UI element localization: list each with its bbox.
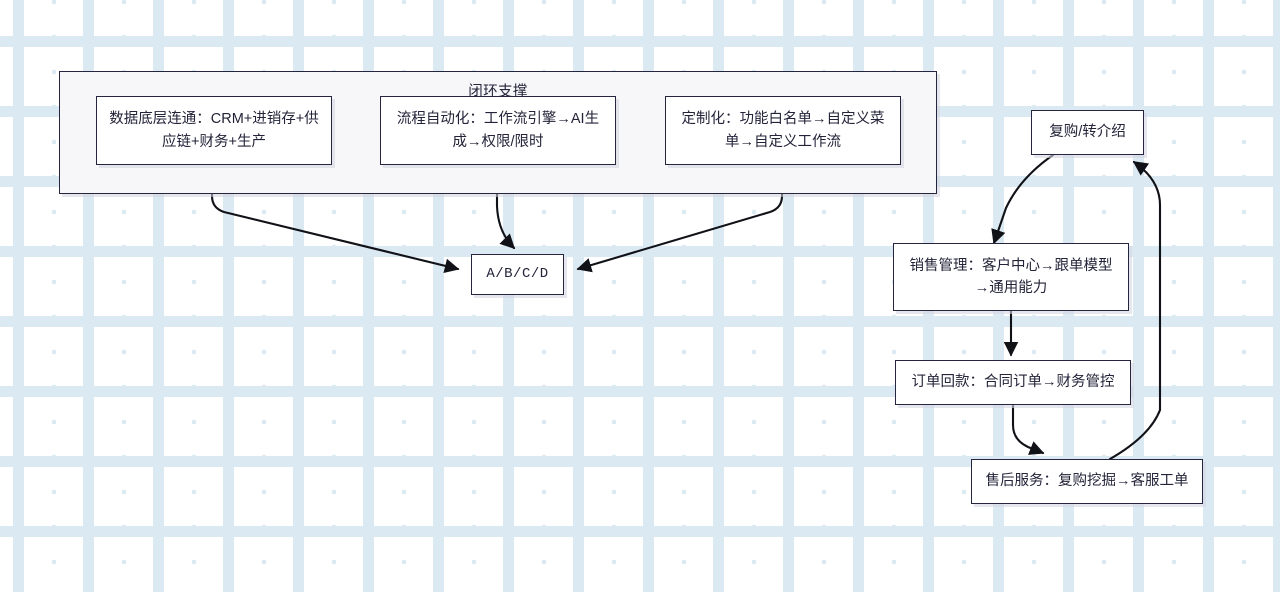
node-process-automation[interactable]: 流程自动化：工作流引擎→AI生 成→权限/限时 [380,96,616,165]
node-customization-label: 定制化：功能白名单→自定义菜 单→自定义工作流 [681,111,885,150]
node-order-payment-label: 订单回款：合同订单→财务管控 [911,374,1115,391]
node-customization[interactable]: 定制化：功能白名单→自定义菜 单→自定义工作流 [665,96,901,165]
node-abcd-label: A/B/C/D [486,265,549,282]
node-data-layer[interactable]: 数据底层连通：CRM+进销存+供 应链+财务+生产 [96,96,332,165]
node-repurchase-label: 复购/转介绍 [1049,124,1126,141]
node-data-layer-label: 数据底层连通：CRM+进销存+供 应链+财务+生产 [109,111,319,150]
node-abcd[interactable]: A/B/C/D [471,254,564,295]
node-repurchase[interactable]: 复购/转介绍 [1031,110,1144,155]
edge-repurchase-to-sales-management [991,153,1055,245]
node-after-sales-label: 售后服务：复购挖掘→客服工单 [985,473,1189,490]
node-after-sales[interactable]: 售后服务：复购挖掘→客服工单 [971,459,1203,504]
node-process-automation-label: 流程自动化：工作流引擎→AI生 成→权限/限时 [396,111,600,150]
node-order-payment[interactable]: 订单回款：合同订单→财务管控 [895,360,1131,405]
edge-order-payment-to-after-sales [1011,403,1045,455]
node-sales-management[interactable]: 销售管理：客户中心→跟单模型 →通用能力 [893,243,1129,311]
node-sales-management-label: 销售管理：客户中心→跟单模型 →通用能力 [909,257,1113,296]
